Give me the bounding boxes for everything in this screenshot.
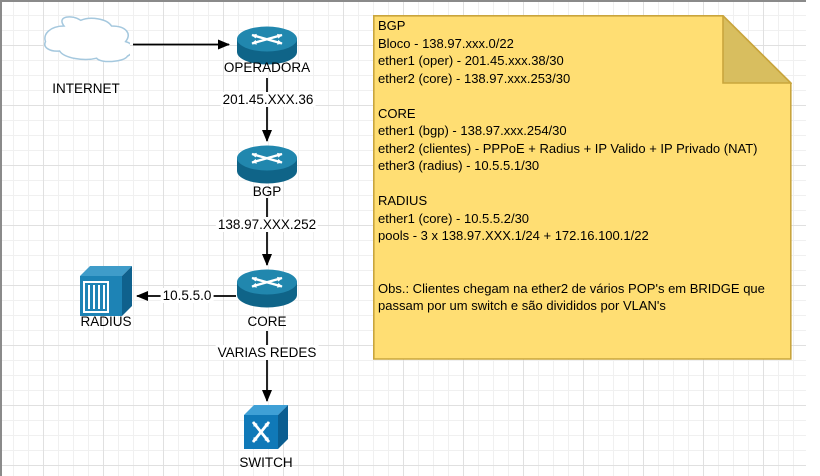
note-line: ether1 (core) - 10.5.5.2/30 <box>378 210 530 226</box>
canvas-top-border <box>0 0 806 2</box>
edge-label-bgp-core[interactable]: 138.97.XXX.252 <box>215 217 319 232</box>
note-line: passam por um switch e são divididos por… <box>378 298 666 313</box>
node-internet[interactable]: INTERNET <box>42 13 134 96</box>
router-icon <box>237 145 297 184</box>
node-core[interactable]: CORE <box>236 269 298 329</box>
note-line: ether3 (radius) - 10.5.5.1/30 <box>378 158 540 173</box>
sticky-note-text: BGP Bloco - 138.97.xxx.0/22 ether1 (oper) … <box>378 17 788 315</box>
node-label-switch: SWITCH <box>239 455 293 470</box>
node-label-core: CORE <box>247 314 287 329</box>
note-line: BGP <box>378 18 406 33</box>
node-label-radius: RADIUS <box>80 314 132 329</box>
router-icon <box>237 269 297 308</box>
switch-icon <box>244 405 288 449</box>
node-label-operadora: OPERADORA <box>223 60 311 75</box>
node-switch[interactable]: SWITCH <box>239 405 293 470</box>
note-line: ether2 (clientes) - PPPoE + Radius + IP … <box>378 140 758 156</box>
note-line <box>378 175 788 193</box>
note-line <box>378 262 788 280</box>
node-label-internet: INTERNET <box>52 81 120 96</box>
sticky-note-shape <box>373 15 792 360</box>
note-line: ether1 (oper) - 201.45.xxx.38/30 <box>378 53 564 68</box>
node-label-bgp: BGP <box>252 184 282 199</box>
note-line <box>378 87 788 105</box>
cloud-icon <box>44 16 134 63</box>
server-icon <box>80 266 132 316</box>
node-radius[interactable]: RADIUS <box>79 264 133 329</box>
note-line: pools - 3 x 138.97.XXX.1/24 + 172.16.100… <box>378 228 649 243</box>
sticky-note[interactable]: BGP Bloco - 138.97.xxx.0/22 ether1 (oper) … <box>373 15 792 360</box>
note-line: ether1 (bgp) - 138.97.xxx.254/30 <box>378 123 567 138</box>
edge-label-core-switch[interactable]: VARIAS REDES <box>215 345 319 360</box>
note-line: RADIUS <box>378 193 428 208</box>
canvas-left-border <box>0 0 2 476</box>
note-line: CORE <box>378 105 416 121</box>
node-operadora[interactable]: OPERADORA <box>224 26 310 75</box>
note-line: Bloco - 138.97.xxx.0/22 <box>378 35 514 51</box>
note-line <box>378 245 788 263</box>
node-bgp[interactable]: BGP <box>236 145 298 199</box>
edge-label-core-radius[interactable]: 10.5.5.0 <box>160 288 214 303</box>
router-icon <box>237 26 297 65</box>
note-line: ether2 (core) - 138.97.xxx.253/30 <box>378 70 571 86</box>
note-line: Obs.: Clientes chegam na ether2 de vário… <box>378 280 765 296</box>
edge-label-operadora-bgp[interactable]: 201.45.XXX.36 <box>220 92 316 107</box>
